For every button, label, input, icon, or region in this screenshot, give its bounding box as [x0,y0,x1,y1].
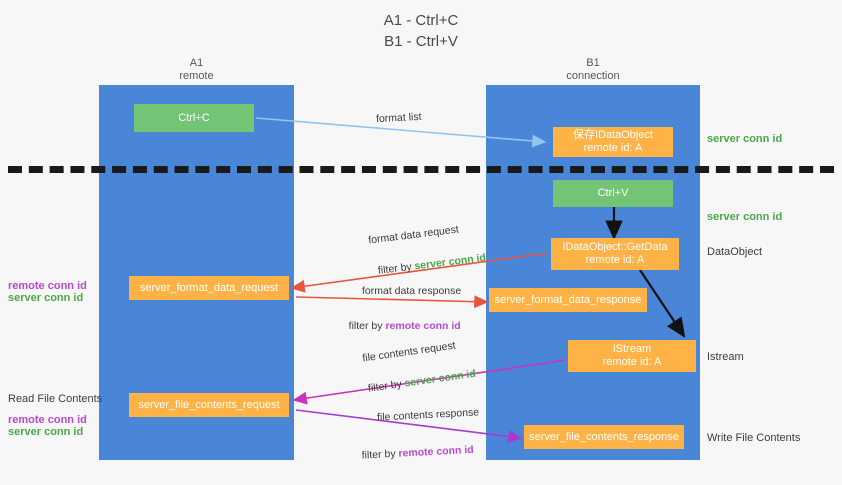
label-istream: Istream [707,351,744,363]
filter-value-remote-conn-id: remote conn id [385,320,461,332]
filter-prefix: filter by [361,447,399,462]
label-write-file-contents: Write File Contents [707,432,801,444]
edge-label-format-list: format list [375,110,422,126]
label-remote-conn-id-mid: remote conn id [8,280,87,292]
box-server-file-contents-request[interactable]: server_file_contents_request [129,393,289,417]
label-dataobject: DataObject [707,246,763,258]
page-title: A1 - Ctrl+C B1 - Ctrl+V [383,12,459,50]
filter-prefix: filter by [367,377,406,395]
filter-prefix: filter by [348,320,386,332]
edge-label-format-data-response-filter: filter by remote conn id [337,305,461,347]
label-server-conn-id-mid: server conn id [8,292,84,304]
label-remote-conn-id-low: remote conn id [8,414,87,426]
box-server-file-contents-response[interactable]: server_file_contents_response [524,425,684,449]
lane-header-a1: A1 remote [179,57,214,82]
box-ctrl-v[interactable]: Ctrl+V [553,180,673,207]
phase-divider [8,166,834,173]
label-read-file-contents: Read File Contents [8,393,103,405]
edge-label-file-contents-response-filter: filter by remote conn id [349,429,475,477]
box-idataobject-getdata[interactable]: IDataObject::GetData remote id: A [551,238,679,270]
filter-value-server-conn-id: server conn id [413,251,487,273]
filter-prefix: filter by [377,260,416,277]
box-ctrl-c[interactable]: Ctrl+C [134,104,254,132]
label-server-conn-id-second: server conn id [707,211,783,223]
filter-value-server-conn-id: server conn id [403,367,477,390]
edge-label-file-contents-response: file contents response [376,406,480,424]
label-server-conn-id-low: server conn id [8,426,84,438]
label-server-conn-id-top: server conn id [707,133,783,145]
edge-label-format-data-response: format data response [362,285,462,297]
lane-header-b1: B1 connection [566,57,620,82]
filter-value-remote-conn-id: remote conn id [398,443,474,460]
box-istream[interactable]: IStream remote id: A [568,340,696,372]
box-server-format-data-request[interactable]: server_format_data_request [129,276,289,300]
box-server-format-data-response[interactable]: server_format_data_response [489,288,647,312]
box-save-idataobject[interactable]: 保存IDataObject remote id: A [553,127,673,157]
